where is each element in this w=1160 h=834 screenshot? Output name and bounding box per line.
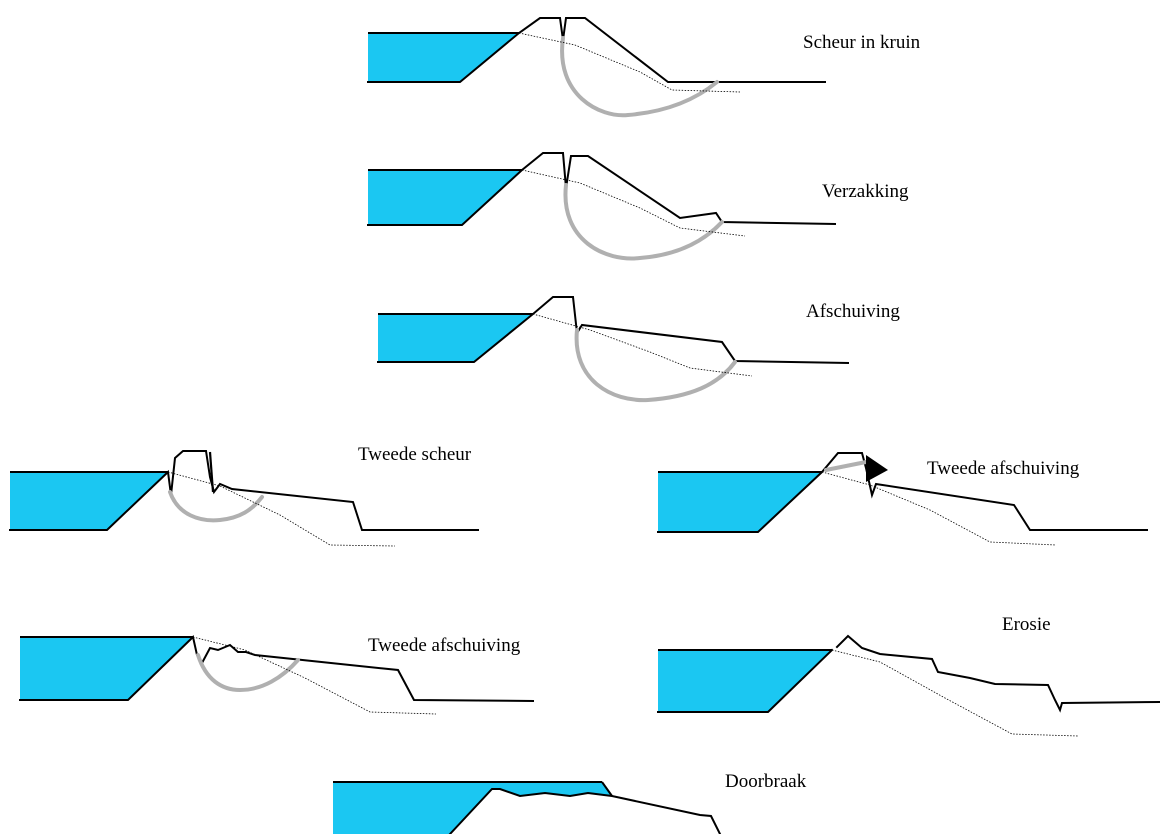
slip-surface	[196, 653, 300, 693]
stage-tweede-scheur: Tweede scheur	[9, 444, 479, 547]
dike-profile	[19, 635, 535, 703]
stage-label: Tweede scheur	[358, 444, 472, 465]
stage-label: Tweede afschuiving	[927, 458, 1080, 479]
slide-direction-arrow	[866, 455, 888, 482]
stage-tweede-afschuiving-right: Tweede afschuiving	[657, 452, 1148, 546]
water-body	[658, 650, 832, 712]
stage-scheur-in-kruin: Scheur in kruin	[367, 17, 921, 118]
stage-label: Verzakking	[822, 181, 909, 202]
overflow-edge	[601, 781, 613, 797]
original-profile-line	[518, 32, 741, 93]
stage-afschuiving: Afschuiving	[377, 296, 900, 403]
stage-label: Erosie	[1002, 614, 1051, 635]
stage-label: Doorbraak	[725, 771, 807, 792]
stage-label: Afschuiving	[806, 301, 900, 322]
stage-label: Scheur in kruin	[803, 32, 921, 53]
stage-label: Tweede afschuiving	[368, 635, 521, 656]
original-profile-line	[821, 471, 1057, 546]
stage-erosie: Erosie	[657, 614, 1160, 737]
water-body	[658, 472, 822, 532]
stage-verzakking: Verzakking	[367, 152, 909, 261]
eroded-dike-profile	[835, 634, 1160, 713]
dike-profile	[657, 648, 834, 713]
slip-surface	[168, 490, 264, 523]
water-body	[20, 637, 193, 700]
slip-surface	[574, 328, 737, 403]
breached-dike-profile	[448, 788, 722, 834]
original-profile-line	[521, 169, 746, 237]
dike-profile	[9, 450, 479, 531]
water-body	[10, 472, 168, 530]
stage-tweede-afschuiving-left: Tweede afschuiving	[19, 635, 535, 715]
dike-profile	[367, 152, 837, 226]
second-crack	[208, 451, 215, 493]
dike-profile	[377, 296, 850, 365]
original-profile-line	[532, 313, 753, 377]
water-body	[378, 314, 533, 362]
dike-profile	[367, 17, 826, 83]
stage-doorbraak: Doorbraak	[333, 771, 807, 834]
water-body	[368, 33, 519, 82]
original-profile-line	[831, 649, 1079, 737]
water-body	[368, 170, 522, 225]
slip-surface	[560, 36, 719, 118]
slip-surface	[824, 460, 868, 472]
slip-surface	[563, 183, 724, 261]
water-body	[333, 782, 612, 834]
original-profile-line	[167, 471, 396, 547]
